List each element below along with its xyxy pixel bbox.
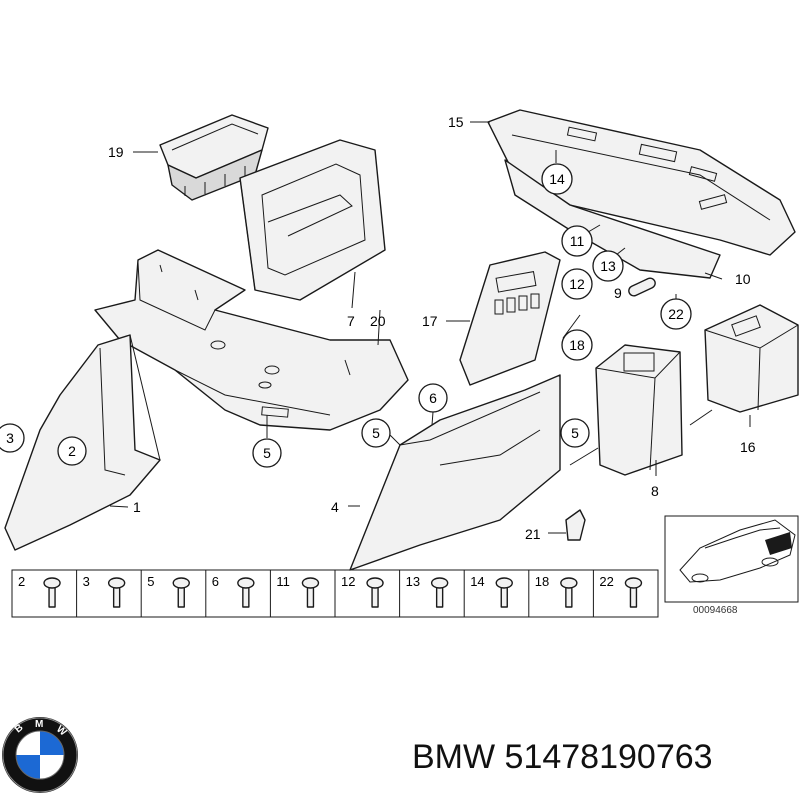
label-7: 7 [347,313,355,329]
svg-text:12: 12 [569,276,585,292]
fastener-label: 2 [18,574,25,589]
label-10: 10 [735,271,751,287]
fastener-shank [242,586,250,608]
fastener-shank [371,586,379,608]
part-8-box [569,344,683,476]
part-7-frame [239,139,386,301]
fastener-shank [112,586,121,608]
part-10-strip [504,159,721,279]
fastener-label: 12 [341,574,355,589]
svg-text:5: 5 [372,425,380,441]
svg-text:14: 14 [549,171,565,187]
svg-text:11: 11 [570,233,585,249]
car-thumbnail: 00094668 [664,515,799,616]
fastener-head [301,577,320,589]
fastener-cell-5: 5 [140,570,190,617]
car-highlight [765,532,792,555]
callout-2: 2 [57,436,87,466]
bmw-logo: B M W [2,717,78,793]
fastener-label: 11 [276,574,290,589]
fastener-cell-22: 22 [592,570,643,617]
callout-5-right: 5 [560,418,590,448]
fastener-label: 22 [599,574,613,589]
fastener-shank [629,586,638,608]
callout-13: 13 [592,250,624,282]
part-9-clip [628,277,656,297]
part-4-side-trim [349,374,561,571]
callout-22: 22 [660,298,692,330]
floor-panel [94,249,409,431]
svg-text:18: 18 [569,337,585,353]
label-20: 20 [370,313,386,329]
svg-text:13: 13 [600,258,616,274]
fastener-shank [48,586,56,608]
callout-6: 6 [418,383,448,413]
fastener-head [430,577,449,589]
svg-text:5: 5 [571,425,579,441]
svg-text:3: 3 [6,430,14,446]
fastener-label: 13 [406,574,420,589]
label-1: 1 [133,499,141,515]
brand-name: BMW [412,738,496,776]
fastener-label: 18 [535,574,549,589]
reference-number: 00094668 [693,605,738,616]
callout-12: 12 [561,268,593,300]
fastener-shank [435,586,444,608]
fastener-cell-12: 12 [334,570,384,617]
label-17: 17 [422,313,438,329]
fastener-cell-18: 18 [528,570,578,617]
fastener-head [172,577,190,589]
part-19-tray [159,114,269,201]
fastener-head [495,577,513,589]
fastener-label: 14 [470,574,484,589]
fastener-cell-11: 11 [269,570,320,617]
fastener-cell-2: 2 [18,574,61,608]
fastener-shank [177,586,185,608]
part-17-panel [459,251,561,386]
fastener-label: 6 [212,574,219,589]
label-19: 19 [108,144,124,160]
svg-text:M: M [35,719,43,730]
label-15: 15 [448,114,464,130]
fastener-shank [565,586,573,608]
part-21-clip [565,509,586,541]
fastener-strip: 2 3 5 6 11 12 13 14 18 22 [11,569,659,618]
svg-text:2: 2 [68,443,76,459]
fastener-label: 3 [83,574,90,589]
fastener-head [366,577,384,589]
fastener-head [107,577,126,589]
callout-5-left: 5 [361,418,391,448]
fastener-head [43,577,61,589]
fastener-cell-3: 3 [76,570,126,617]
label-8: 8 [651,483,659,499]
callout-14: 14 [541,163,573,195]
svg-text:22: 22 [668,306,684,322]
fastener-shank [306,586,315,608]
footer-caption: BMW 51478190763 [412,738,713,777]
svg-text:6: 6 [429,390,437,406]
part-number: 51478190763 [504,738,713,776]
callout-11: 11 [561,225,593,257]
fastener-shank [500,586,508,608]
callout-3: 3 [0,423,25,453]
label-21: 21 [525,526,541,542]
fastener-head [237,577,255,589]
label-16: 16 [740,439,756,455]
callout-18: 18 [561,329,593,361]
fastener-label: 5 [147,574,154,589]
label-4: 4 [331,499,339,515]
leader-lines [109,121,751,534]
fastener-head [560,577,578,589]
fastener-head [624,577,643,589]
svg-text:5: 5 [263,445,271,461]
fastener-cell-13: 13 [399,570,449,617]
label-9: 9 [614,285,622,301]
callout-5-floor: 5 [252,438,282,468]
part-16-box [689,304,799,426]
fastener-cell-14: 14 [463,570,513,617]
fastener-cell-6: 6 [205,570,255,617]
